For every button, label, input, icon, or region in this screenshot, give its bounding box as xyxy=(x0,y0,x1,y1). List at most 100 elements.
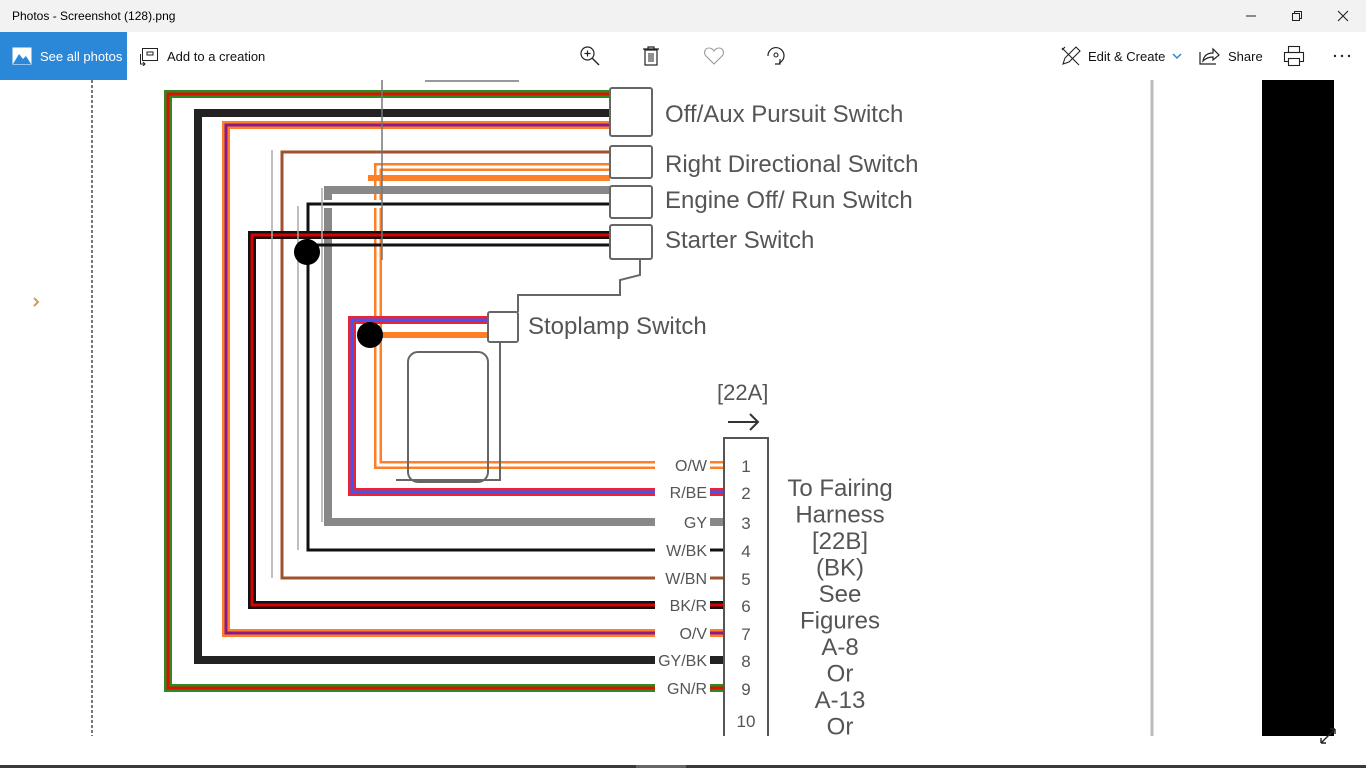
note-line: See xyxy=(819,581,862,608)
creation-icon xyxy=(140,48,158,66)
filmstrip-thumb[interactable] xyxy=(636,765,686,768)
wire-label-bg xyxy=(655,540,709,560)
rotate-button[interactable] xyxy=(764,44,788,68)
pin-number: 3 xyxy=(741,514,750,533)
wire-stripe-bk-r xyxy=(250,233,665,607)
wire-label-bg xyxy=(655,678,709,698)
wire-label-bg xyxy=(655,512,709,532)
housing-outline xyxy=(396,332,501,481)
switch-stack-outline xyxy=(517,260,641,312)
delete-icon xyxy=(643,46,659,66)
wire-stub-stripe xyxy=(710,576,724,580)
wire-stripe-gy-bk xyxy=(196,111,665,662)
pin-number: 5 xyxy=(741,570,750,589)
wires-group xyxy=(164,80,724,692)
edit-create-label: Edit & Create xyxy=(1088,48,1166,64)
minimize-icon xyxy=(1246,15,1256,17)
splice-dot xyxy=(294,239,320,265)
wire-label-bg xyxy=(655,595,709,615)
pin-number: 7 xyxy=(741,625,750,644)
wire-stub-stripe xyxy=(710,463,724,467)
minimize-button[interactable] xyxy=(1228,0,1274,32)
note-line: Or xyxy=(827,714,854,737)
see-all-photos-label: See all photos xyxy=(40,48,123,64)
zoom-in-icon xyxy=(580,46,600,66)
left-marker-icon xyxy=(33,297,40,307)
rotate-icon xyxy=(767,47,785,65)
pin-number: 10 xyxy=(737,712,756,731)
wire-code: W/BN xyxy=(665,571,707,588)
toolbar: See all photos Add to a creation xyxy=(0,32,1366,80)
photos-icon xyxy=(12,47,32,65)
print-button[interactable] xyxy=(1282,44,1306,68)
restore-icon xyxy=(1292,11,1302,21)
wire-label-bg xyxy=(655,568,709,588)
add-to-creation-label: Add to a creation xyxy=(167,48,266,64)
connector-22a: [22A]1O/W2R/BE3GY4W/BK5W/BN6BK/R7O/V8GY/… xyxy=(655,380,769,736)
delete-button[interactable] xyxy=(639,44,663,68)
pin-number: 6 xyxy=(741,597,750,616)
black-border-block xyxy=(1262,80,1334,736)
expand-icon[interactable] xyxy=(1318,726,1338,746)
wire-code: O/W xyxy=(675,458,708,475)
pin-number: 2 xyxy=(741,484,750,503)
edit-create-icon xyxy=(1061,46,1081,66)
more-icon xyxy=(1333,54,1351,58)
share-button[interactable]: Share xyxy=(1198,32,1263,80)
wire-stub-stripe xyxy=(710,520,724,524)
note-line: A-8 xyxy=(821,634,858,661)
pin-number: 4 xyxy=(741,542,750,561)
wire-label-bg xyxy=(655,650,709,670)
edit-create-button[interactable]: Edit & Create xyxy=(1060,32,1183,80)
switch-label: Starter Switch xyxy=(665,227,814,254)
switch-label: Engine Off/ Run Switch xyxy=(665,187,913,214)
favorite-icon xyxy=(704,47,724,65)
see-all-photos-button[interactable]: See all photos xyxy=(0,32,127,80)
note-line: Or xyxy=(827,661,854,688)
note-line: [22B] xyxy=(812,528,868,555)
diagram-frame xyxy=(33,80,1334,736)
close-button[interactable] xyxy=(1320,0,1366,32)
more-button[interactable] xyxy=(1330,44,1354,68)
print-icon xyxy=(1283,45,1305,67)
pin-number: 8 xyxy=(741,652,750,671)
note-line: To Fairing xyxy=(787,475,892,502)
zoom-in-button[interactable] xyxy=(578,44,602,68)
add-to-creation-button[interactable]: Add to a creation xyxy=(139,32,265,80)
wire-stub-stripe xyxy=(710,490,724,494)
note-line: A-13 xyxy=(815,687,866,714)
favorite-button[interactable] xyxy=(702,44,726,68)
wire-stripe-w-bk xyxy=(306,202,665,552)
wire-stub-stripe xyxy=(710,548,724,552)
switch-housing xyxy=(407,351,489,483)
wire-stub-stripe xyxy=(710,658,724,662)
wire-stub-stripe xyxy=(710,686,724,690)
wire-code: R/BE xyxy=(670,485,707,502)
close-icon xyxy=(1337,10,1349,22)
switch-box xyxy=(609,145,653,179)
switch-box xyxy=(487,311,519,343)
wire-code: W/BK xyxy=(666,543,707,560)
title-bar: Photos - Screenshot (128).png xyxy=(0,0,1366,32)
wire-label-bg xyxy=(655,482,709,502)
wire-label-bg xyxy=(655,455,709,475)
connector-body xyxy=(723,437,769,736)
fairing-note: To FairingHarness[22B](BK)SeeFiguresA-8O… xyxy=(787,475,892,736)
arrow-right-icon xyxy=(728,413,760,431)
top-fragment xyxy=(425,80,519,82)
restore-button[interactable] xyxy=(1274,0,1320,32)
switch-label: Right Directional Switch xyxy=(665,151,918,178)
wire-code: GN/R xyxy=(667,681,707,698)
wire-stub-stripe xyxy=(710,631,724,635)
wire-stripe-r-be xyxy=(350,318,665,494)
wire-label-bg xyxy=(655,623,709,643)
pin-number: 1 xyxy=(741,457,750,476)
wire-code: GY xyxy=(684,515,707,532)
wire-code: GY/BK xyxy=(658,653,707,670)
splice-dot xyxy=(357,322,383,348)
wire-w-bn xyxy=(278,148,665,582)
wire-stripe-o-v xyxy=(224,123,665,635)
